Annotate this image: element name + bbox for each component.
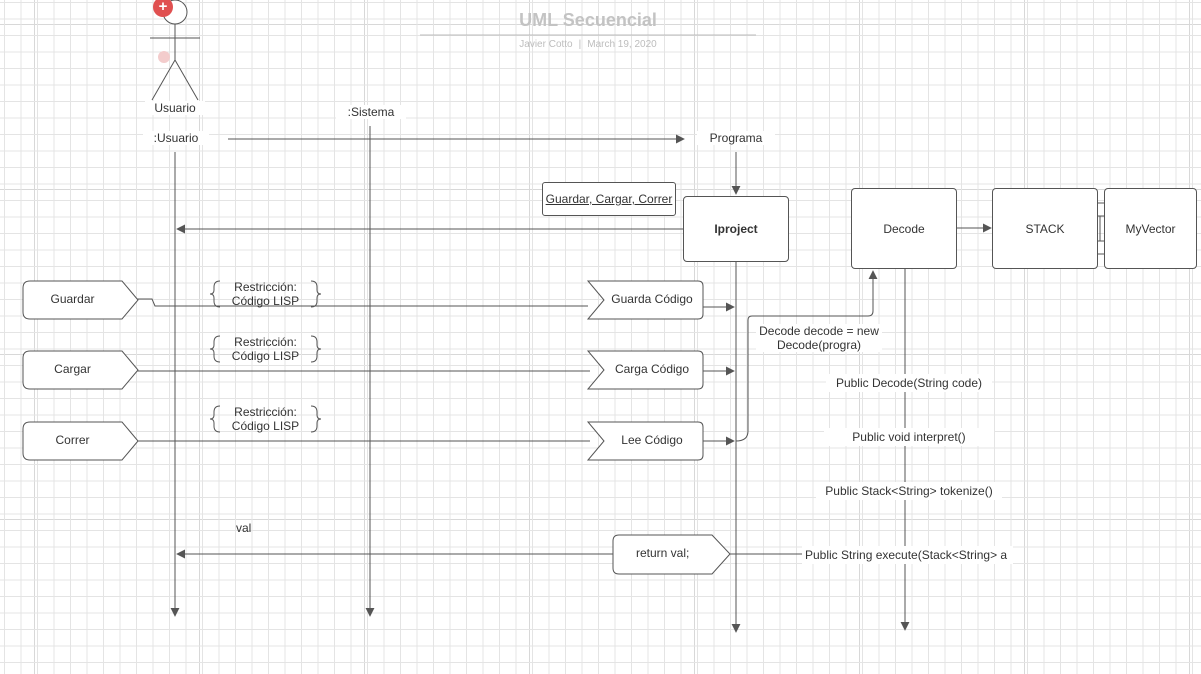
return-val-label: return val; bbox=[636, 546, 690, 560]
restriction-value: Código LISP bbox=[231, 294, 300, 308]
actor-name: Usuario bbox=[145, 101, 205, 115]
iproject-label: Iproject bbox=[714, 222, 758, 236]
selection-dot bbox=[158, 51, 170, 63]
decode-instantiation-label: Decode decode = new Decode(progra) bbox=[756, 324, 882, 352]
correr-label: Correr bbox=[55, 433, 90, 447]
stack-box[interactable]: STACK bbox=[992, 188, 1098, 269]
decode-instantiation-line2: Decode(progra) bbox=[776, 338, 862, 352]
decode-method-execute: Public String execute(Stack<String> a bbox=[802, 546, 1013, 564]
methods-note: Guardar, Cargar, Correr bbox=[542, 182, 676, 216]
decode-method-interpret: Public void interpret() bbox=[824, 428, 994, 446]
diagram-date: March 19, 2020 bbox=[587, 39, 657, 50]
author-name: Javier Cotto bbox=[519, 39, 573, 50]
guardar-restriction-note: Restricción: Código LISP bbox=[222, 280, 309, 308]
restriction-title: Restricción: bbox=[234, 335, 297, 349]
methods-note-text: Guardar, Cargar, Correr bbox=[545, 192, 673, 206]
sistema-lifeline-label: :Sistema bbox=[336, 105, 406, 119]
guarda-codigo-shape bbox=[586, 280, 704, 320]
carga-codigo-shape bbox=[586, 350, 704, 390]
correr-restriction-note: Restricción: Código LISP bbox=[222, 405, 309, 433]
iproject-to-decode-connector bbox=[735, 270, 878, 442]
guardar-shape bbox=[22, 280, 139, 320]
cargar-label: Cargar bbox=[54, 362, 91, 376]
decode-instantiation-line1: Decode decode = new bbox=[759, 324, 879, 338]
decode-method-constructor: Public Decode(String code) bbox=[826, 374, 992, 392]
correr-shape bbox=[22, 421, 139, 461]
carga-codigo-label: Carga Código bbox=[614, 362, 690, 376]
subtitle-separator: | bbox=[578, 39, 582, 50]
restriction-title: Restricción: bbox=[234, 280, 297, 294]
cargar-restriction-note: Restricción: Código LISP bbox=[222, 335, 309, 363]
restriction-value: Código LISP bbox=[231, 419, 300, 433]
note-braces bbox=[209, 280, 322, 433]
usuario-lifeline-label: :Usuario bbox=[143, 131, 209, 145]
lee-codigo-label: Lee Código bbox=[621, 433, 683, 447]
return-val-shape bbox=[612, 534, 731, 575]
restriction-title: Restricción: bbox=[234, 405, 297, 419]
restriction-value: Código LISP bbox=[231, 349, 300, 363]
guarda-codigo-label: Guarda Código bbox=[611, 292, 693, 306]
diagram-subtitle: Javier Cotto | March 19, 2020 bbox=[420, 39, 756, 50]
iproject-box[interactable]: Iproject bbox=[683, 196, 789, 262]
val-label: val bbox=[236, 521, 252, 535]
guardar-label: Guardar bbox=[50, 292, 95, 306]
lee-codigo-shape bbox=[586, 421, 704, 461]
decode-label: Decode bbox=[883, 221, 925, 236]
stack-label: STACK bbox=[1025, 221, 1065, 236]
myvector-label: MyVector bbox=[1125, 221, 1176, 236]
add-badge-icon[interactable]: + bbox=[153, 0, 173, 17]
guardar-connector bbox=[137, 298, 588, 307]
myvector-box[interactable]: MyVector bbox=[1104, 188, 1197, 269]
decode-method-tokenize: Public Stack<String> tokenize() bbox=[816, 482, 1002, 500]
programa-lifeline-label: Programa bbox=[697, 131, 775, 145]
cargar-shape bbox=[22, 350, 139, 390]
decode-box[interactable]: Decode bbox=[851, 188, 957, 269]
diagram-title: UML Secuencial bbox=[519, 10, 657, 30]
